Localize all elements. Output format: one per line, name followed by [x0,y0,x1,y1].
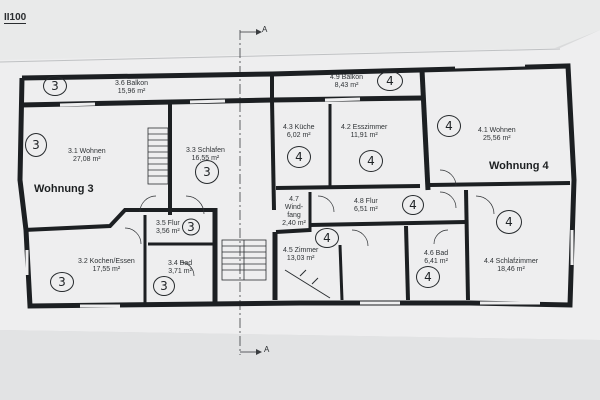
handwritten-circle [182,218,200,236]
paper-main [0,30,600,340]
room-area: 3,56 m² [156,228,180,235]
room-name: 4.7 Wind-fang [284,196,304,219]
room-name: 4.2 Esszimmer [341,124,388,131]
handwritten-unit-number: 3 [203,165,211,179]
handwritten-circle [25,133,47,157]
paper-top [0,0,600,62]
handwritten-unit-number: 3 [187,220,195,234]
room-name: 4.3 Küche [283,124,315,131]
handwritten-unit-number: 4 [386,74,394,88]
room-area: 6,02 m² [286,132,311,139]
room-area: 3,71 m² [168,268,192,275]
handwritten-circle [43,76,67,96]
handwritten-circle [402,195,424,215]
interior-walls [23,99,571,305]
section-marker-top: A [262,25,268,34]
room-name: 3.3 Schlafen [186,147,225,154]
room-area: 16,55 m² [191,155,220,162]
room-name: 3.4 Bad [168,260,193,267]
handwritten-unit-number: 4 [295,150,303,164]
room-name: 4.8 Flur [354,198,378,205]
room-area: 25,56 m² [483,135,511,142]
handwritten-unit-number: 4 [505,215,513,229]
door-swings [124,169,495,277]
handwritten-circle [359,150,383,172]
room-name: 3.2 Kochen/Essen [78,258,135,265]
sheet-id: II100 [4,12,27,24]
room-name: 4.9 Balkon [330,74,364,81]
room-name: 4.4 Schlafzimmer [484,258,539,265]
unit-title-wohnung-4: Wohnung 4 [489,160,549,172]
unit-title-wohnung-3: Wohnung 3 [34,183,94,195]
paper-bottom [0,330,600,400]
section-arrowhead-top [256,29,262,35]
room-name: 4.1 Wohnen [478,127,516,134]
handwritten-circle [377,71,403,91]
handwritten-circle [315,228,339,248]
handwritten-circle [416,266,440,288]
room-area: 6,51 m² [354,206,378,213]
handwritten-circle [195,160,219,184]
handwritten-unit-number: 3 [160,279,168,293]
room-area: 18,46 m² [497,266,525,273]
room-area: 11,91 m² [350,132,378,139]
handwritten-circle [287,146,311,168]
room-area: 17,55 m² [92,266,121,273]
room-area: 2,40 m² [282,220,306,227]
handwritten-unit-number: 4 [424,270,432,284]
handwritten-unit-number: 3 [51,79,59,93]
section-arrowhead-bottom [256,349,262,355]
room-name: 3.6 Balkon [115,80,149,87]
room-name: 3.5 Flur [156,220,180,227]
room-area: 13,03 m² [286,255,315,262]
room-area: 27,08 m² [73,156,101,163]
room-area: 8,43 m² [334,82,359,89]
room-area: 6,41 m² [424,258,448,265]
windows [25,63,574,308]
wall-4-1-left [419,69,431,191]
handwritten-unit-number: 4 [409,198,417,212]
paper-fold-line [0,48,561,63]
handwritten-circle [153,276,175,296]
handwritten-unit-number: 4 [367,154,375,168]
room-name: 3.1 Wohnen [68,148,106,155]
room-name: 4.5 Zimmer [283,247,319,254]
handwritten-unit-number: 4 [323,231,331,245]
handwritten-circle [496,210,522,234]
handwritten-circle [437,115,461,137]
handwritten-strokes [284,269,331,299]
section-marker-bottom: A [264,345,270,354]
room-name: 4.6 Bad [424,250,449,257]
handwritten-unit-number: 3 [32,138,40,152]
handwritten-circle [50,272,74,292]
handwritten-unit-number: 4 [445,119,453,133]
handwritten-unit-number: 3 [58,275,66,289]
staircase [147,127,267,281]
room-area: 15,96 m² [117,88,146,95]
